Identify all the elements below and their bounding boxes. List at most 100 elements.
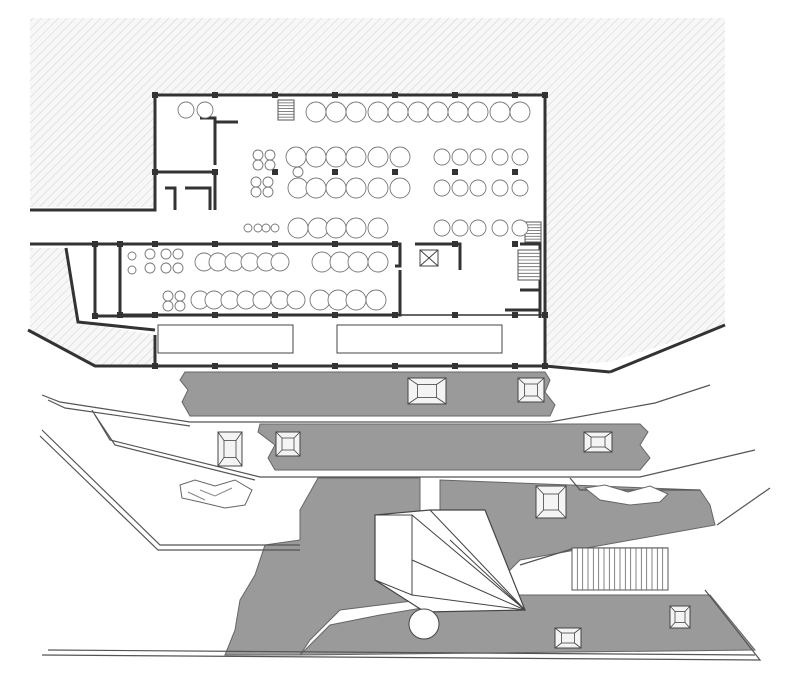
- round-table-icon: [511, 148, 529, 166]
- round-table-icon: [427, 101, 449, 123]
- column-icon: [542, 92, 548, 98]
- skylight-pyramid-icon: [517, 377, 545, 403]
- column-icon: [392, 363, 398, 369]
- round-tables: [127, 101, 531, 312]
- column-icon: [272, 312, 278, 318]
- terrace-stairs: [571, 547, 669, 591]
- skylight-pyramid-icon: [669, 605, 691, 629]
- round-table-icon: [447, 101, 469, 123]
- round-table-icon: [172, 248, 184, 260]
- round-table-icon: [305, 101, 327, 123]
- round-table-icon: [345, 101, 367, 123]
- main-skylight: [374, 509, 526, 640]
- column-icon: [272, 92, 278, 98]
- round-table-icon: [262, 176, 274, 188]
- round-table-icon: [433, 219, 451, 237]
- round-table-icon: [243, 223, 253, 233]
- column-icon: [392, 241, 398, 247]
- round-table-icon: [469, 219, 487, 237]
- round-table-icon: [177, 101, 195, 119]
- column-icon: [452, 241, 458, 247]
- round-table-icon: [511, 179, 529, 197]
- round-table-icon: [467, 101, 489, 123]
- column-icon: [92, 241, 98, 247]
- terrace-edges: [39, 384, 771, 661]
- round-table-icon: [347, 251, 369, 273]
- round-table-icon: [345, 146, 367, 168]
- column-icon: [272, 241, 278, 247]
- skylight-pyramid-icon: [407, 377, 447, 405]
- round-table-icon: [144, 262, 156, 274]
- round-table-icon: [491, 179, 509, 197]
- round-table-icon: [196, 101, 214, 119]
- round-table-icon: [264, 159, 276, 171]
- round-table-icon: [345, 289, 367, 311]
- round-table-icon: [285, 146, 307, 168]
- column-icon: [452, 312, 458, 318]
- round-table-icon: [433, 179, 451, 197]
- round-table-icon: [365, 289, 387, 311]
- round-table-icon: [511, 219, 529, 237]
- elevator-icon: [419, 249, 439, 267]
- round-table-icon: [407, 101, 429, 123]
- skylight-pyramids: [217, 377, 691, 649]
- column-icon: [332, 169, 338, 175]
- column-icon: [212, 92, 218, 98]
- round-table-icon: [208, 252, 228, 272]
- round-table-icon: [287, 217, 309, 239]
- round-table-icon: [236, 290, 256, 310]
- column-icon: [152, 92, 158, 98]
- round-table-icon: [307, 217, 329, 239]
- round-table-icon: [160, 262, 172, 274]
- column-icon: [212, 241, 218, 247]
- column-icon: [392, 169, 398, 175]
- round-table-icon: [469, 148, 487, 166]
- round-table-icon: [433, 148, 451, 166]
- round-table-icon: [305, 177, 327, 199]
- round-table-icon: [261, 223, 271, 233]
- round-table-icon: [367, 146, 389, 168]
- stone-pile: [179, 479, 669, 509]
- round-table-icon: [253, 223, 263, 233]
- round-table-icon: [204, 290, 224, 310]
- round-table-icon: [220, 290, 240, 310]
- round-table-icon: [162, 290, 174, 302]
- round-table-icon: [264, 149, 276, 161]
- skylight-pyramid-icon: [554, 627, 582, 649]
- columns: [92, 92, 548, 369]
- round-table-icon: [311, 251, 333, 273]
- round-table-icon: [491, 148, 509, 166]
- column-icon: [392, 92, 398, 98]
- column-icon: [542, 312, 548, 318]
- column-icon: [542, 363, 548, 369]
- round-table-icon: [389, 177, 411, 199]
- round-table-icon: [451, 148, 469, 166]
- column-icon: [272, 169, 278, 175]
- round-table-icon: [286, 290, 306, 310]
- round-table-icon: [325, 177, 347, 199]
- round-table-icon: [469, 179, 487, 197]
- round-table-icon: [174, 290, 186, 302]
- column-icon: [512, 92, 518, 98]
- round-table-icon: [509, 101, 531, 123]
- column-icon: [152, 169, 158, 175]
- round-table-icon: [162, 300, 174, 312]
- round-table-icon: [270, 252, 290, 272]
- round-table-icon: [172, 262, 184, 274]
- round-table-icon: [292, 166, 304, 178]
- round-table-icon: [451, 219, 469, 237]
- round-table-icon: [451, 179, 469, 197]
- round-table-icon: [329, 251, 351, 273]
- skylight-pyramid-icon: [275, 431, 301, 457]
- column-icon: [212, 169, 218, 175]
- column-icon: [212, 363, 218, 369]
- column-icon: [512, 312, 518, 318]
- round-table-icon: [389, 146, 411, 168]
- column-icon: [452, 169, 458, 175]
- round-table-icon: [287, 177, 309, 199]
- round-table-icon: [345, 217, 367, 239]
- round-table-icon: [367, 251, 389, 273]
- skylight-pyramid-icon: [217, 431, 243, 467]
- skylight-pyramid-icon: [535, 485, 567, 519]
- round-table-icon: [367, 217, 389, 239]
